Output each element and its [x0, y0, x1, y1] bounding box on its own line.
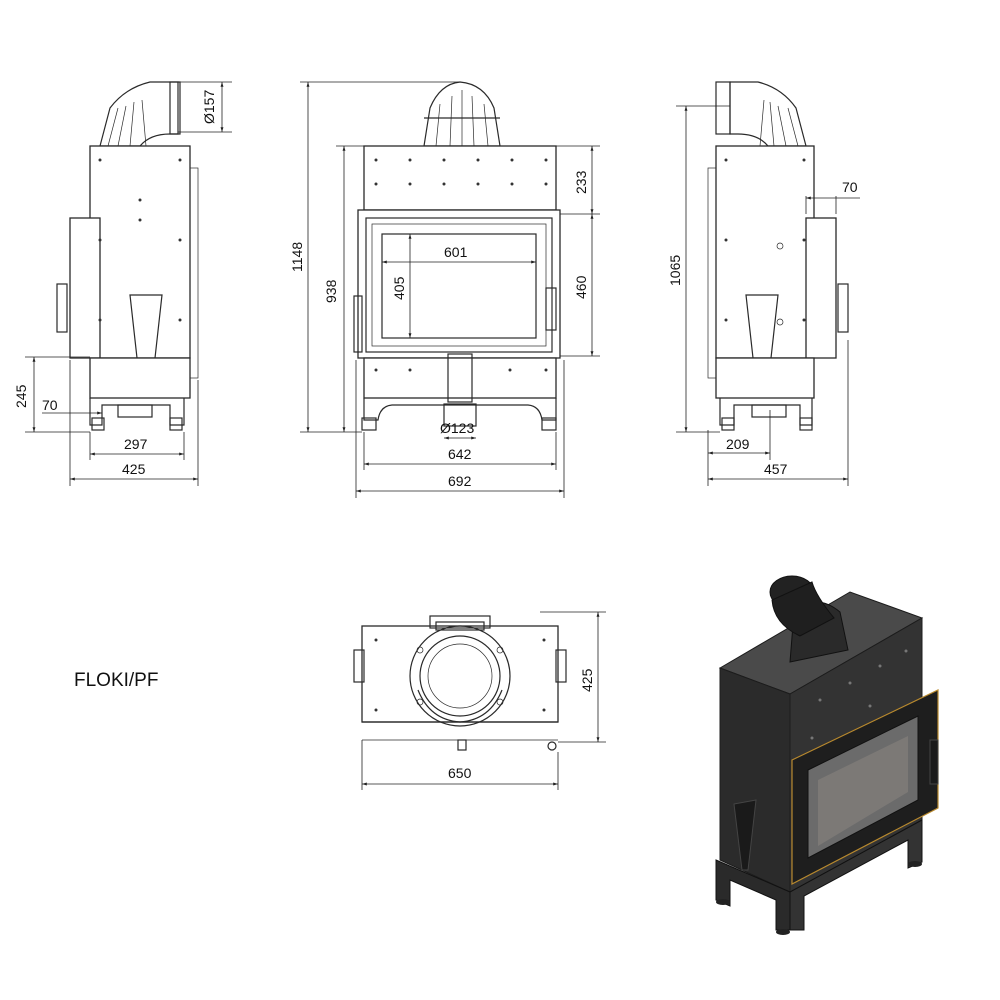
- dim-233: 233: [573, 170, 589, 194]
- left-view-dimensions: Ø157 245 70 297 425: [13, 81, 232, 486]
- top-view: [353, 615, 567, 751]
- dim-425-top: 425: [579, 668, 595, 692]
- front-view: [353, 81, 561, 431]
- right-view-dimensions: 1065 70 209 457: [667, 105, 860, 486]
- dim-inlet-diameter: Ø123: [440, 420, 474, 436]
- dim-70-right: 70: [842, 179, 858, 195]
- dim-601: 601: [444, 244, 468, 260]
- dim-297: 297: [124, 436, 148, 452]
- top-view-dimensions: 425 650: [361, 611, 606, 790]
- front-view-dimensions: 1148 938 233 460 601 405 Ø123 642 692: [289, 81, 600, 498]
- dim-209: 209: [726, 436, 750, 452]
- dim-650: 650: [448, 765, 472, 781]
- left-side-view: [56, 81, 199, 431]
- right-side-view: [707, 81, 849, 431]
- dim-1148: 1148: [289, 242, 305, 272]
- dim-457: 457: [764, 461, 788, 477]
- dim-938: 938: [323, 279, 339, 303]
- dim-460: 460: [573, 275, 589, 299]
- dim-692: 692: [448, 473, 472, 489]
- dim-flue-diameter: Ø157: [201, 90, 217, 124]
- dim-425-left: 425: [122, 461, 146, 477]
- dim-1065: 1065: [667, 255, 683, 286]
- dim-642: 642: [448, 446, 472, 462]
- fireplace-render: [715, 575, 939, 935]
- dim-245: 245: [13, 384, 29, 408]
- model-title: FLOKI/PF: [74, 670, 158, 691]
- dim-70-left: 70: [42, 397, 58, 413]
- dim-405: 405: [391, 276, 407, 300]
